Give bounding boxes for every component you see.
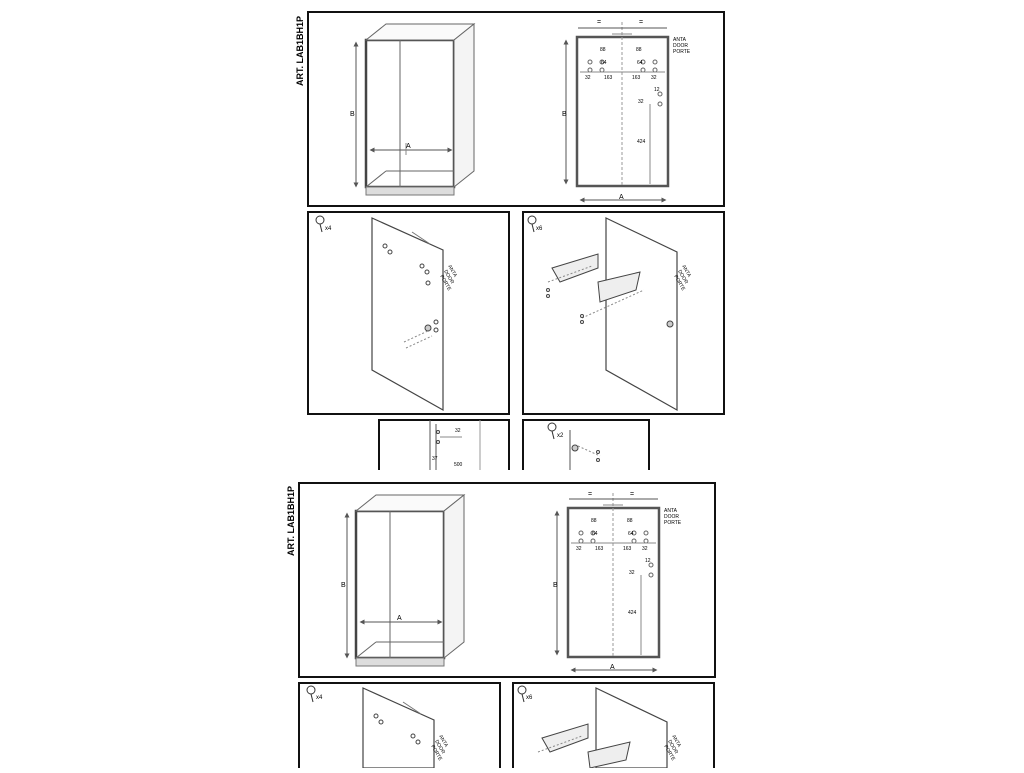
door-dim-163-right: 163 [632, 75, 641, 81]
door-dim-163-right: 163 [623, 546, 632, 552]
door-dim-88-right: 88 [627, 518, 633, 524]
top-panel-frame [307, 11, 725, 207]
step-bracket-frame [522, 211, 725, 415]
page-1: ART. LAB1BH1P B A [295, 11, 725, 470]
door-dim-88-right: 88 [636, 47, 642, 53]
screw-icon [527, 215, 537, 233]
door-drawing [554, 493, 661, 673]
step-bracket-frame [512, 682, 715, 768]
door-drawing [563, 22, 670, 203]
door-panel-step [371, 217, 444, 412]
step-screws-x6: x6 [536, 226, 543, 232]
cabinet-dim-b: B [341, 582, 346, 589]
door-dim-424: 424 [637, 139, 646, 145]
door-dim-64-left: 64 [601, 60, 607, 66]
cabinet-dim-a: A [406, 143, 411, 150]
door-dim-32-handle: 32 [629, 570, 635, 576]
door-equal-right: = [630, 491, 634, 498]
screw-icon [315, 215, 325, 233]
step-hinge-frame [298, 682, 501, 768]
screw-icon [517, 685, 527, 703]
step-screws-x4: x4 [316, 695, 323, 701]
screw-icon [547, 422, 557, 440]
cabinet-dim-b: B [350, 111, 355, 118]
door-equal-right: = [639, 19, 643, 26]
detail-frame-left [378, 419, 510, 470]
top-panel-frame [298, 482, 716, 678]
door-dim-b: B [553, 582, 558, 589]
door-dim-32-handle: 32 [638, 99, 644, 105]
cabinet-dim-a: A [397, 615, 402, 622]
door-dim-b: B [562, 111, 567, 118]
door-panel-step [362, 687, 435, 769]
door-side-label-3: PORTE [664, 520, 682, 526]
door-dim-12: 12 [645, 558, 651, 564]
step-screws-x2: x2 [557, 433, 564, 439]
door-dim-32-left: 32 [585, 75, 591, 81]
detail-dim-500: 500 [454, 462, 463, 468]
step-screws-x6: x6 [526, 695, 533, 701]
door-side-label-2: DOOR [673, 43, 688, 49]
door-dim-163-left: 163 [595, 546, 604, 552]
door-side-label-1: ANTA [664, 508, 678, 514]
door-dim-424: 424 [628, 610, 637, 616]
door-dim-12: 12 [654, 87, 660, 93]
door-dim-64-right: 64 [628, 531, 634, 537]
detail-dim-37: 37 [432, 456, 438, 462]
door-dim-32-right: 32 [642, 546, 648, 552]
door-dim-88-left: 88 [600, 47, 606, 53]
step-screws-x4: x4 [325, 226, 332, 232]
article-label: ART. LAB1BH1P [286, 486, 296, 556]
door-panel-bracket [537, 687, 668, 769]
door-dim-64-right: 64 [637, 60, 643, 66]
article-label: ART. LAB1BH1P [295, 16, 305, 86]
screw-icon [306, 685, 316, 703]
door-dim-a: A [619, 194, 624, 201]
door-dim-32-right: 32 [651, 75, 657, 81]
door-side-label-3: PORTE [673, 49, 691, 55]
door-equal-left: = [588, 491, 592, 498]
door-dim-88-left: 88 [591, 518, 597, 524]
page-2: ART. LAB1BH1P B A [286, 482, 716, 769]
door-dim-a: A [610, 664, 615, 671]
detail-frame-right [522, 419, 650, 470]
door-dim-32-left: 32 [576, 546, 582, 552]
detail-dim-32: 32 [455, 428, 461, 434]
step-hinge-frame [307, 211, 510, 415]
cabinet-drawing [353, 22, 476, 196]
door-dim-64-left: 64 [592, 531, 598, 537]
door-dim-163-left: 163 [604, 75, 613, 81]
door-equal-left: = [597, 19, 601, 26]
door-side-label-1: ANTA [673, 37, 687, 43]
door-side-label-2: DOOR [664, 514, 679, 520]
door-panel-bracket [546, 217, 678, 412]
cabinet-drawing [344, 493, 466, 667]
